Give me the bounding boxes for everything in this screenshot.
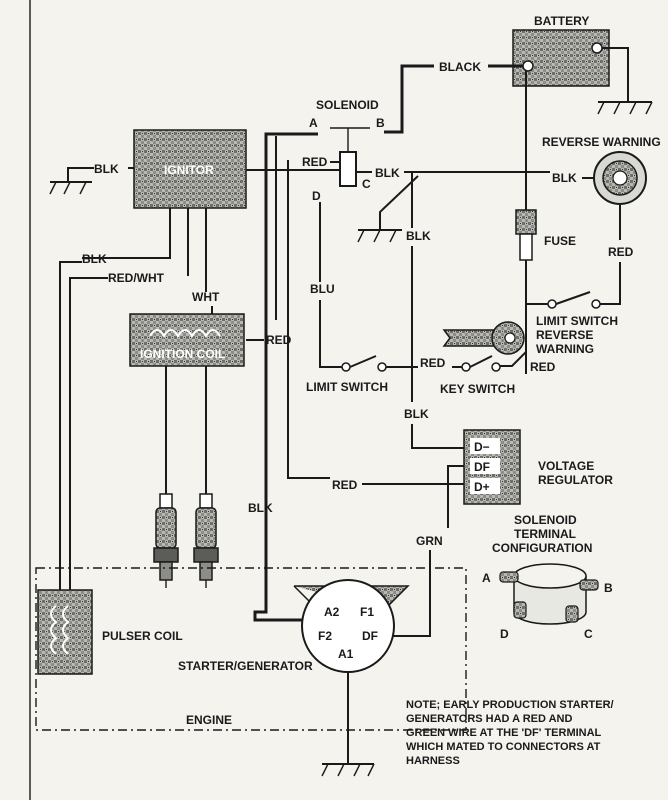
- regulator-terminal-df: DF: [474, 460, 490, 474]
- starter-terminal-f2: F2: [318, 629, 332, 643]
- solenoid-terminal-config-label: CONFIGURATION: [492, 541, 592, 555]
- wire-label-blk: BLK: [552, 171, 577, 185]
- wire-label-blk: BLK: [94, 162, 119, 176]
- config-terminal-c: C: [584, 627, 593, 641]
- wire-label-red-wht: RED/WHT: [108, 271, 165, 285]
- solenoid-terminal-b: B: [376, 116, 385, 130]
- reverse-warning-buzzer: [593, 151, 647, 205]
- starter-terminal-a1: A1: [338, 647, 354, 661]
- spark-plug: [153, 493, 179, 588]
- wire-label-blu: BLU: [310, 282, 335, 296]
- ground-symbol: [597, 101, 653, 115]
- solenoid-terminal-config-label: TERMINAL: [514, 527, 576, 541]
- battery: BATTERY: [512, 14, 610, 87]
- fuse: [515, 209, 537, 261]
- voltage-regulator-label: VOLTAGE: [538, 459, 594, 473]
- config-terminal-d: D: [500, 627, 509, 641]
- solenoid-terminal-d: D: [312, 189, 321, 203]
- ignition-coil: IGNITION COIL: [129, 313, 245, 367]
- voltage-regulator: D− DF D+: [463, 429, 521, 505]
- battery-label: BATTERY: [534, 14, 589, 28]
- note-line: NOTE; EARLY PRODUCTION STARTER/: [406, 699, 614, 711]
- ignitor: IGNITOR: [133, 129, 247, 209]
- wire-label-red: RED: [266, 333, 292, 347]
- ignition-coil-label: IGNITION COIL: [140, 347, 225, 361]
- solenoid: [339, 151, 357, 187]
- wire-label-blk: BLK: [375, 166, 400, 180]
- note-line: GREEN WIRE AT THE 'DF' TERMINAL: [406, 727, 602, 739]
- voltage-regulator-label: REGULATOR: [538, 473, 613, 487]
- solenoid-terminal-config-label: SOLENOID: [514, 513, 577, 527]
- config-terminal-a: A: [482, 571, 491, 585]
- limit-switch-label: LIMIT SWITCH: [306, 380, 388, 394]
- wire-label-red: RED: [420, 356, 446, 370]
- limit-switch-reverse-label: REVERSE: [536, 328, 593, 342]
- limit-switch-reverse-warning: [547, 291, 601, 309]
- config-terminal-b: B: [604, 581, 613, 595]
- starter-terminal-a2: A2: [324, 605, 340, 619]
- starter-generator: A2 F1 F2 DF A1: [293, 579, 410, 673]
- solenoid-terminal-a: A: [309, 116, 318, 130]
- wire-label-red: RED: [332, 478, 358, 492]
- key-switch: [461, 355, 501, 372]
- wire-label-black: BLACK: [439, 60, 481, 74]
- limit-switch: [341, 355, 387, 372]
- wire-label-red: RED: [608, 245, 634, 259]
- note-line: GENERATORS HAD A RED AND: [406, 713, 572, 725]
- wire-label-blk: BLK: [406, 229, 431, 243]
- wire-label-red: RED: [530, 360, 556, 374]
- key-icon: [442, 321, 525, 355]
- limit-switch-reverse-label: WARNING: [536, 342, 594, 356]
- regulator-terminal-d-plus: D+: [474, 480, 490, 494]
- wire-label-blk: BLK: [82, 252, 107, 266]
- wire-label-blk: BLK: [404, 407, 429, 421]
- starter-generator-label: STARTER/GENERATOR: [178, 659, 313, 673]
- solenoid-label: SOLENOID: [316, 98, 379, 112]
- wire-label-blk: BLK: [248, 501, 273, 515]
- wire-label-wht: WHT: [192, 290, 220, 304]
- ignitor-label: IGNITOR: [164, 163, 214, 177]
- solenoid-terminal-diagram: [499, 563, 599, 625]
- ground-symbol: [357, 229, 402, 243]
- regulator-terminal-d-minus: D−: [474, 440, 490, 454]
- solenoid-terminal-c: C: [362, 177, 371, 191]
- wire-label-grn: GRN: [416, 534, 443, 548]
- spark-plug: [193, 493, 219, 588]
- starter-terminal-f1: F1: [360, 605, 374, 619]
- engine-label: ENGINE: [186, 713, 232, 727]
- wire-label-red: RED: [302, 155, 328, 169]
- starter-terminal-df: DF: [362, 629, 378, 643]
- note-line: HARNESS: [406, 755, 460, 767]
- key-switch-label: KEY SWITCH: [440, 382, 515, 396]
- ground-symbol: [49, 181, 92, 195]
- note-line: WHICH MATED TO CONNECTORS AT: [406, 741, 601, 753]
- limit-switch-reverse-label: LIMIT SWITCH: [536, 314, 618, 328]
- pulser-coil: [37, 589, 93, 675]
- reverse-warning-label: REVERSE WARNING: [542, 135, 661, 149]
- fuse-label: FUSE: [544, 234, 576, 248]
- ground-symbol: [321, 763, 375, 777]
- pulser-coil-label: PULSER COIL: [102, 629, 183, 643]
